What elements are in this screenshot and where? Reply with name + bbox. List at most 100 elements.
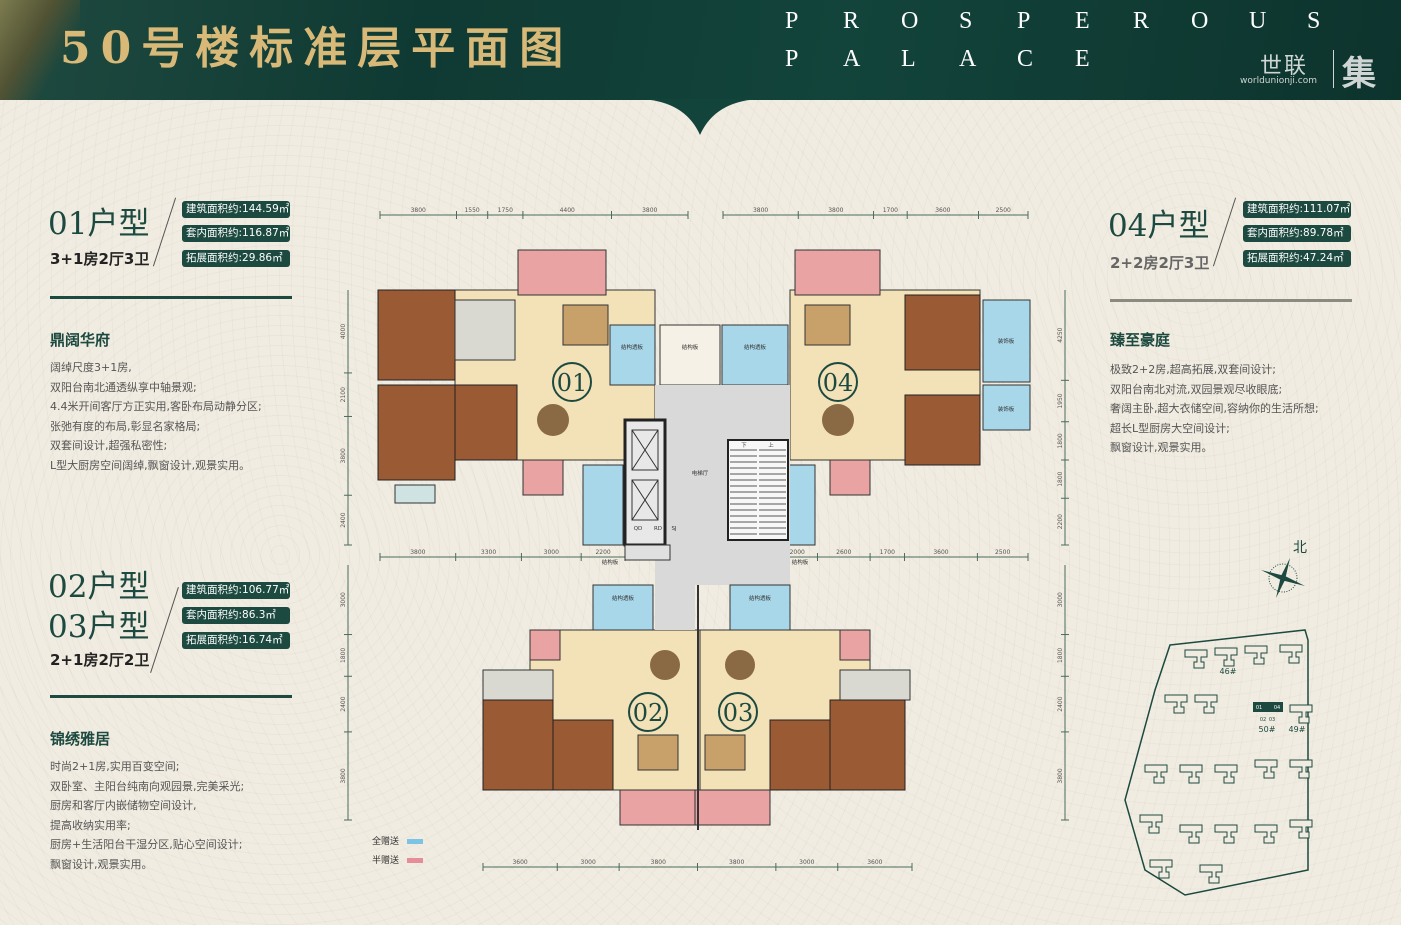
brand-letter: C: [1017, 46, 1034, 72]
dimension-label: 3800: [1057, 768, 1064, 783]
unit-01-plan: [377, 249, 656, 546]
site-building: [1289, 759, 1313, 779]
header-notch: [640, 99, 760, 135]
site-building: [1144, 764, 1168, 784]
desc-line: 双阳台南北对流,双园景观尽收眼底;: [1110, 382, 1283, 396]
legend-full-gift: 全赠送: [372, 834, 424, 847]
brand-letter: A: [843, 46, 861, 72]
desc-line: 张弛有度的布局,彰显名家格局;: [50, 419, 201, 433]
brand-letter: R: [1133, 8, 1150, 34]
desc-line: 超长L型厨房大空间设计;: [1110, 421, 1230, 435]
dimension-label: 3300: [481, 549, 496, 556]
desc-line: 飘窗设计,观景实用。: [1110, 441, 1213, 454]
desc-line: 厨房和客厅内嵌储物空间设计,: [50, 799, 197, 812]
site-building: [1254, 824, 1278, 844]
unit01-description: 阔绰尺度3+1房,双阳台南北通透纵享中轴景观;4.4米开间客厅方正实用,客卧布局…: [50, 358, 262, 475]
unit0203-description: 时尚2+1房,实用百变空间;双卧室、主阳台纯南向观园景,完美采光;厨房和客厅内嵌…: [50, 757, 244, 874]
site-unit-04: 04: [1274, 705, 1280, 711]
legend-half-gift: 半赠送: [372, 853, 424, 866]
unit-02-plan: [482, 584, 701, 826]
brand-letter: O: [901, 8, 919, 34]
dimension-label: 1750: [498, 207, 513, 214]
site-building: [1139, 814, 1163, 834]
site-unit-03: 03: [1269, 717, 1275, 723]
section-rule: [50, 296, 292, 299]
site-building: [1184, 649, 1208, 669]
dimension-label: 3800: [651, 859, 666, 866]
unit01-extended-area: 拓展面积约:29.86㎡: [182, 250, 290, 267]
dimension-label: 1550: [464, 207, 479, 214]
label-struct-panel: 结构透板: [749, 594, 772, 602]
site-building: [1214, 647, 1238, 667]
brand-letter: P: [785, 8, 799, 34]
dimension-label: 2100: [340, 387, 347, 402]
label-struct-slab: 结构板: [792, 558, 809, 566]
dimension-label: 3800: [410, 549, 425, 556]
desc-line: 时尚2+1房,实用百变空间;: [50, 760, 180, 773]
label-sj: SJ: [671, 526, 676, 532]
bedroom: [377, 289, 456, 381]
building-50-highlight: [1253, 702, 1283, 712]
brand-letter: P: [1017, 8, 1031, 34]
desc-line: 奢阔主卧,超大衣储空间,容纳你的生活所想;: [1110, 402, 1319, 415]
dimension-label: 3800: [729, 859, 744, 866]
site-building: [1164, 694, 1188, 714]
site-building: [1179, 764, 1203, 784]
dimension-label: 3600: [512, 859, 527, 866]
dimension-label: 3600: [933, 549, 948, 556]
site-boundary: [1124, 629, 1309, 896]
desc-line: L型大厨房空间阔绰,飘窗设计,观景实用。: [50, 458, 251, 472]
unit04-extended-area: 拓展面积约:47.24㎡: [1243, 250, 1351, 267]
dimension-label: 3800: [340, 448, 347, 463]
site-building: [1279, 644, 1303, 664]
north-label: 北: [1293, 540, 1307, 556]
brand-letter: P: [785, 46, 799, 72]
dimension-label: 4000: [340, 324, 347, 339]
brand-letter: A: [959, 46, 977, 72]
dimension-label: 3800: [828, 207, 843, 214]
building-46-label: 46#: [1220, 667, 1237, 676]
section-rule: [1110, 299, 1352, 302]
unit0203-gross-area: 建筑面积约:106.77㎡: [182, 582, 290, 599]
unit-03-plan: [694, 584, 911, 826]
label-elevator-hall: 电梯厅: [692, 469, 709, 477]
dimension-label: 2400: [1057, 696, 1064, 711]
dimension-label: 1700: [880, 549, 895, 556]
unit01-gross-area: 建筑面积约:144.59㎡: [182, 201, 290, 218]
dimension-label: 2200: [595, 549, 610, 556]
desc-line: 阔绰尺度3+1房,: [50, 361, 132, 374]
unit0203-heading: 锦绣雅居: [50, 730, 111, 748]
watermark-text: 世联: [1260, 54, 1309, 79]
unit01-title: 01户型: [48, 206, 150, 242]
unit02-title: 02户型: [48, 569, 150, 605]
legend-swatch-pink: [407, 858, 424, 863]
watermark-divider: [1333, 50, 1334, 88]
dimension-label: 2600: [836, 549, 851, 556]
balcony-half-gift: [517, 249, 607, 296]
site-building: [1194, 694, 1218, 714]
dimension-label: 3800: [340, 768, 347, 783]
site-building: [1244, 645, 1268, 665]
site-building: [1289, 704, 1313, 724]
dimension-label: 1950: [1057, 393, 1064, 408]
unit0203-extended-area: 拓展面积约:16.74㎡: [182, 632, 290, 649]
site-building: [1149, 859, 1173, 879]
floor-plan: 3800 1550 1750 4400 3800 3800 3800 1700 3600 2500…: [340, 207, 1069, 871]
dimension-label: 3000: [544, 549, 559, 556]
unit04-inner-area: 套内面积约:89.78㎡: [1243, 225, 1351, 242]
dimension-label: 3600: [935, 207, 950, 214]
site-building: [1289, 819, 1313, 839]
kitchen-balcony: [582, 464, 624, 546]
desc-line: 提高收纳实用率;: [50, 818, 131, 832]
unit04-gross-area: 建筑面积约:111.07㎡: [1243, 201, 1351, 218]
dimension-label: 2500: [995, 549, 1010, 556]
section-rule: [50, 695, 292, 698]
unit-label-03: 03: [723, 699, 754, 727]
unit-04-plan: [774, 249, 1031, 546]
dimension-label: 3000: [799, 859, 814, 866]
site-building: [1254, 759, 1278, 779]
label-struct-panel: 结构透板: [612, 594, 635, 602]
watermark-url: worldunionji.com: [1240, 76, 1317, 86]
dimension-label: 4400: [560, 207, 575, 214]
